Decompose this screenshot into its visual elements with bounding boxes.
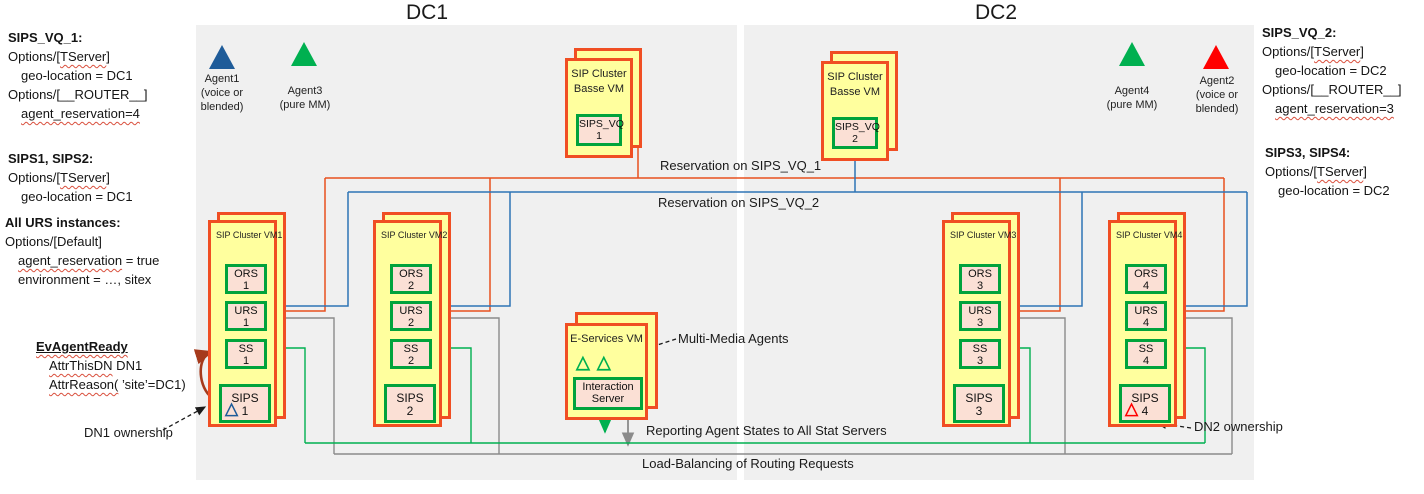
note-ev-agent-ready: EvAgentReady AttrThisDN DN1 AttrReason( …: [36, 339, 186, 392]
load-balancing-bus-label: Load-Balancing of Routing Requests: [642, 456, 854, 471]
multimedia-agents-arrow: [621, 338, 677, 358]
agent4-triangle-icon: [1119, 42, 1145, 66]
note-sips-vq-1: SIPS_VQ_1: Options/[TServer] geo-locatio…: [8, 30, 148, 121]
agent1-label: Agent1 (voice or blended): [200, 73, 244, 113]
basse-vm2: SIP Cluster Basse VM SIPS_VQ 2: [821, 61, 889, 161]
dc1-title: DC1: [406, 1, 449, 24]
dn2-ownership-callout: DN2 ownership: [1194, 419, 1283, 434]
note-title: SIPS3, SIPS4:: [1265, 145, 1351, 160]
dn1-triangle-icon: △: [225, 399, 239, 418]
basse-vm1: SIP Cluster Basse VM SIPS_VQ 1: [565, 58, 633, 158]
agent2-triangle-icon: [1203, 45, 1229, 69]
note-title: EvAgentReady: [36, 339, 128, 354]
dn1-ownership-arrow: [162, 406, 207, 431]
reporting-bus-label: Reporting Agent States to All Stat Serve…: [646, 423, 887, 438]
sips-vq-2-box: SIPS_VQ 2: [832, 117, 880, 149]
load-balancing-lines: [264, 317, 1233, 455]
basse-vm2-label: SIP Cluster Basse VM: [827, 71, 883, 98]
note-title: All URS instances:: [5, 215, 121, 230]
reservation-vq2-label: Reservation on SIPS_VQ_2: [658, 195, 820, 210]
note-title: SIPS_VQ_1:: [8, 30, 83, 45]
agent3-triangle-icon: [291, 42, 317, 66]
basse-vm1-label: SIP Cluster Basse VM: [571, 68, 627, 95]
dc2-title: DC2: [975, 1, 1018, 24]
dn2-triangle-icon: △: [1125, 399, 1139, 418]
multimedia-agent-triangles-icon: △ △: [576, 352, 612, 372]
note-title: SIPS_VQ_2:: [1262, 25, 1337, 40]
dn1-ownership-callout: DN1 ownership: [84, 425, 173, 440]
sips-vq-1-box: SIPS_VQ 1: [576, 114, 624, 146]
eservices-vm: E-Services VM △ △ Interaction Server: [565, 323, 648, 420]
note-sips1-sips2: SIPS1, SIPS2: Options/[TServer] geo-loca…: [8, 151, 133, 204]
reservation-vq1-label: Reservation on SIPS_VQ_1: [660, 158, 822, 173]
agent4-label: Agent4 (pure MM): [1106, 85, 1158, 111]
note-sips-vq-2: SIPS_VQ_2: Options/[TServer] geo-locatio…: [1262, 25, 1402, 116]
note-all-urs-instances: All URS instances: Options/[Default] age…: [5, 215, 160, 287]
agent3-label: Agent3 (pure MM): [279, 85, 331, 111]
note-sips3-sips4: SIPS3, SIPS4: Options/[TServer] geo-loca…: [1265, 145, 1390, 198]
interaction-server-box: Interaction Server: [573, 377, 643, 410]
agent2-label: Agent2 (voice or blended): [1195, 75, 1239, 115]
eservices-vm-label: E-Services VM: [570, 333, 643, 345]
note-title: SIPS1, SIPS2:: [8, 151, 94, 166]
agent1-triangle-icon: [209, 45, 235, 69]
multimedia-agents-callout: Multi-Media Agents: [678, 331, 789, 346]
